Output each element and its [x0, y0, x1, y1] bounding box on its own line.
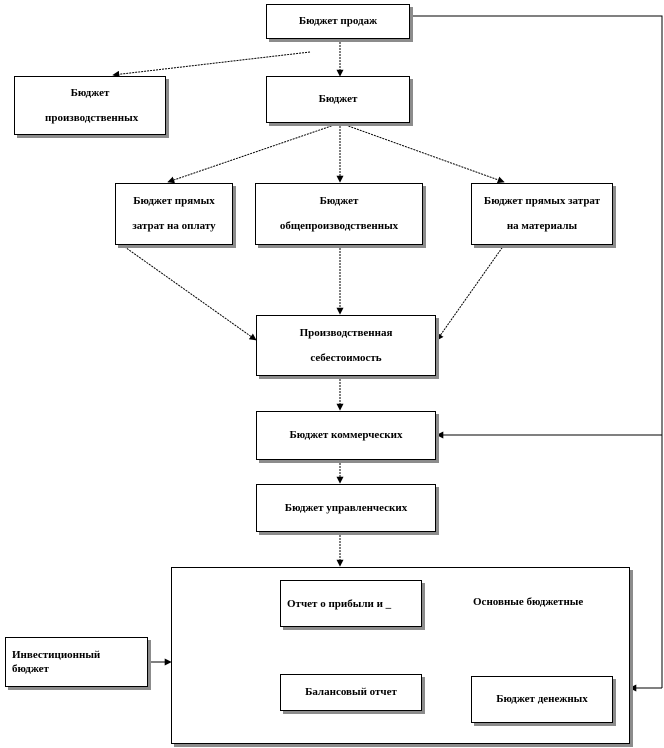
arrow-production-to-labor [167, 122, 341, 184]
node-balance-sheet: Балансовый отчет [280, 674, 422, 711]
node-direct-labor: Бюджет прямых затрат на оплату [115, 183, 233, 245]
node-cash-budget: Бюджет денежных [471, 676, 613, 723]
node-cost-of-production-label: Производственная себестоимость [299, 326, 393, 364]
node-balance-sheet-label: Балансовый отчет [305, 686, 397, 698]
node-administrative-label: Бюджет управленческих [284, 501, 408, 514]
node-investment-budget: Инвестиционный бюджет [5, 637, 148, 687]
arrow-production-to-materials [339, 122, 505, 184]
sales-right-feed-line [410, 15, 663, 688]
node-production-budget: Бюджет [266, 76, 410, 123]
node-commercial: Бюджет коммерческих [256, 411, 436, 460]
node-commercial-label: Бюджет коммерческих [289, 429, 403, 441]
node-direct-materials: Бюджет прямых затрат на материалы [471, 183, 613, 245]
arrow-materials-to-cost [436, 244, 505, 341]
node-sales-budget: Бюджет продаж [266, 4, 410, 39]
node-overhead-label: Бюджет общепроизводственных [279, 195, 399, 232]
node-direct-labor-label: Бюджет прямых затрат на оплату [132, 195, 216, 232]
node-production-budget-label: Бюджет [318, 93, 358, 105]
node-profit-report: Отчет о прибыли и _ [280, 580, 422, 627]
node-sales-budget-label: Бюджет продаж [298, 15, 378, 27]
node-profit-report-label: Отчет о прибыли и _ [287, 597, 392, 610]
node-cash-budget-label: Бюджет денежных [496, 693, 588, 705]
arrow-sales-to-production-left [112, 51, 311, 78]
node-cost-of-production: Производственная себестоимость [256, 315, 436, 376]
node-direct-materials-label: Бюджет прямых затрат на материалы [483, 195, 601, 232]
node-administrative: Бюджет управленческих [256, 484, 436, 532]
arrow-labor-to-cost [121, 244, 257, 341]
node-overhead: Бюджет общепроизводственных [255, 183, 423, 245]
node-investment-budget-label: Инвестиционный бюджет [12, 649, 101, 675]
node-production-left-label: Бюджет производственных [45, 86, 139, 124]
node-production-left: Бюджет производственных [14, 76, 166, 135]
main-budgets-label: Основные бюджетные [473, 596, 584, 608]
